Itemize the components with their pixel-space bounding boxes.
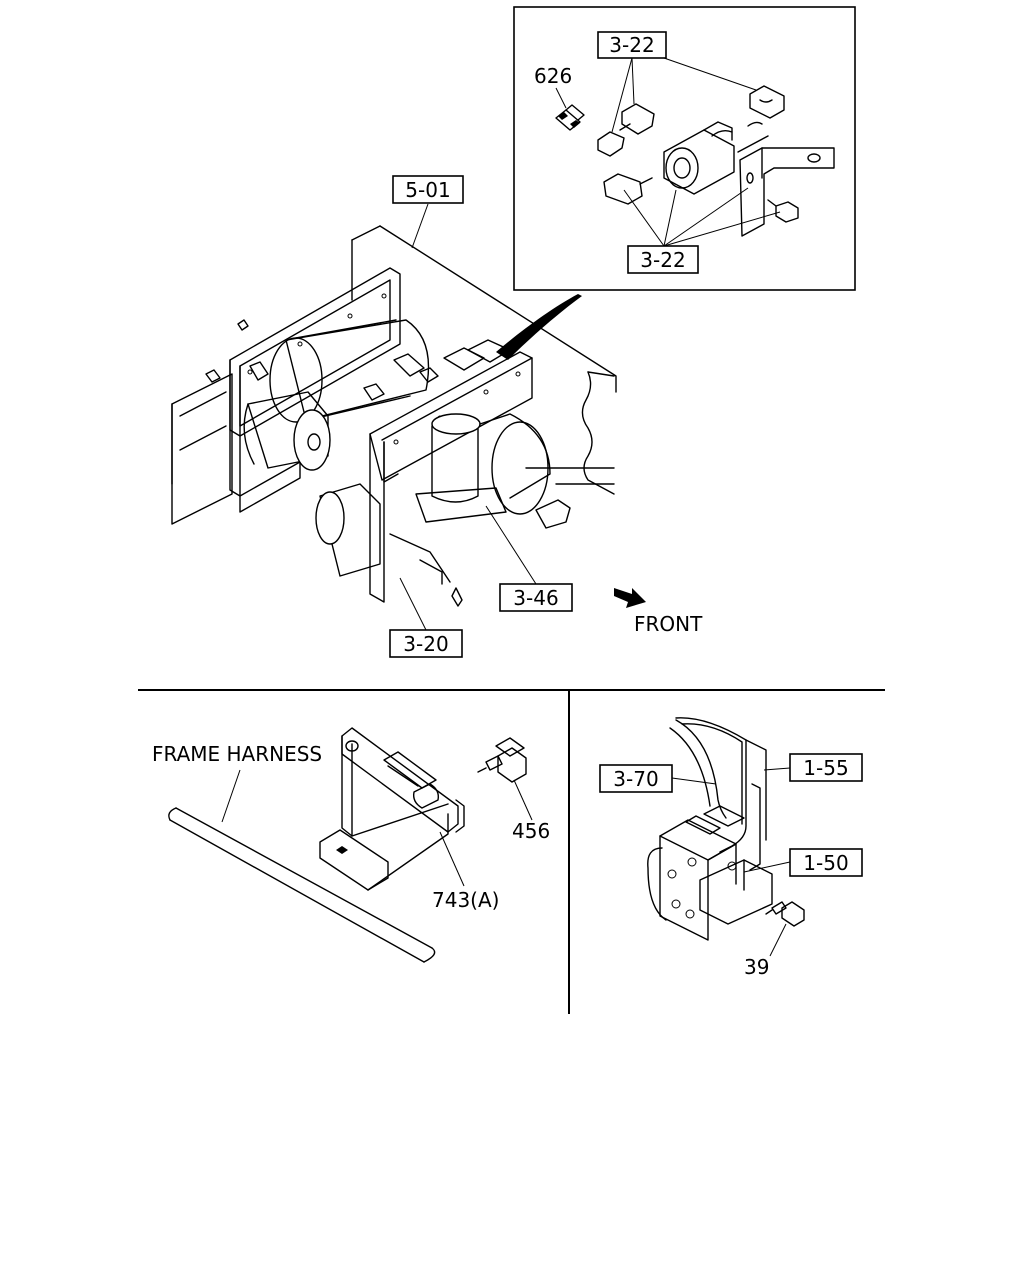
callout-3-20: 3-20 (389, 629, 463, 658)
air-tank-lower-drawing (315, 483, 463, 607)
bolt-456-drawing (477, 737, 527, 783)
frame-harness-label: FRAME HARNESS (152, 742, 322, 766)
callout-1-50: 1-50 (789, 848, 863, 877)
valve-unit-section: 3-70 1-55 1-50 39 (599, 717, 863, 979)
harness-bracket-drawing (319, 727, 465, 891)
left-bracket-drawing (171, 267, 401, 525)
assembly-fittings-drawing (205, 319, 511, 401)
callout-1-55: 1-55 (789, 753, 863, 782)
harness-tube-drawing (168, 807, 436, 963)
left-cylinder-drawing (243, 391, 331, 471)
hose-3-70-drawing (669, 719, 727, 819)
part-456-label: 456 (512, 819, 550, 843)
callout-3-22-top: 3-22 (597, 31, 667, 59)
callout-5-01-text: 5-01 (405, 178, 450, 202)
part-626-label: 626 (534, 64, 572, 88)
front-label: FRONT (634, 612, 703, 636)
callout-1-55-text: 1-55 (803, 756, 848, 780)
part-39-label: 39 (744, 955, 769, 979)
connector-626-drawing (555, 87, 585, 131)
callout-3-46-text: 3-46 (513, 586, 558, 610)
fittings-drawing (597, 85, 785, 205)
callout-5-01: 5-01 (392, 175, 464, 204)
valve-bracket-drawing (739, 147, 835, 237)
callout-3-22-top-text: 3-22 (609, 33, 654, 57)
frame-harness-section: FRAME HARNESS 456 (152, 727, 550, 963)
main-assembly: 5-01 3-46 3-20 FRONT (171, 175, 703, 658)
valve-block-drawing (647, 805, 773, 941)
detail-inset: 3-22 3-22 626 (513, 6, 856, 291)
bolt-39-drawing (765, 901, 805, 927)
pipe-1-55-drawing (675, 717, 767, 871)
part-743a-label: 743(A) (432, 888, 499, 912)
valve-body-drawing (663, 121, 769, 195)
callout-1-50-text: 1-50 (803, 851, 848, 875)
right-bracket-drawing (369, 351, 533, 603)
callout-3-20-text: 3-20 (403, 632, 448, 656)
callout-3-70: 3-70 (599, 764, 673, 793)
callout-3-70-text: 3-70 (613, 767, 658, 791)
callout-3-22-bottom: 3-22 (627, 245, 699, 274)
air-tank-rear-drawing (269, 319, 430, 423)
air-dryer-drawing (415, 413, 571, 529)
callout-3-22-bottom-text: 3-22 (640, 248, 685, 272)
callout-3-46: 3-46 (499, 583, 573, 612)
assembly-leaders (399, 203, 537, 631)
front-arrow-icon (614, 588, 646, 608)
inset-leaders (611, 57, 781, 247)
